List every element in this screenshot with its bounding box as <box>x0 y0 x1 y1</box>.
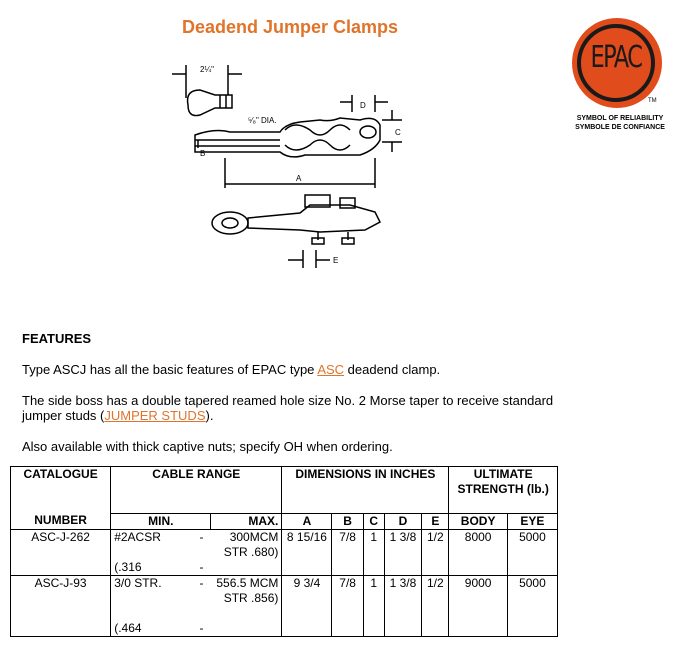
header-e: E <box>421 512 449 530</box>
header-min: MIN. <box>110 512 211 530</box>
dim-c-label: C <box>395 128 401 137</box>
cell-d: 1 3/8 <box>383 575 422 636</box>
header-cable-range: CABLE RANGE <box>110 466 282 513</box>
cell-min-diameter: (.316 <box>114 559 142 574</box>
dim-b-label: B <box>200 149 205 158</box>
feature-paragraph-1: Type ASCJ has all the basic features of … <box>22 362 562 377</box>
cell-number: ASC-J-262 <box>10 529 111 576</box>
cell-eye: 5000 <box>506 529 558 576</box>
cell-b: 7/8 <box>331 529 364 576</box>
dia-label: ⁵⁄₈" DIA. <box>248 116 277 125</box>
cell-dash: - - <box>192 575 211 636</box>
cell-e: 1/2 <box>421 575 449 636</box>
clamp-drawing: 2¼" ⁵⁄₈" DIA. A D C B E <box>172 65 402 268</box>
epac-logo: EPAC TM SYMBOL OF RELIABILITY SYMBOLE DE… <box>570 18 670 133</box>
cell-min-diameter: (.464 <box>114 620 142 635</box>
dim-a-label: A <box>296 174 302 183</box>
header-ultimate-strength: ULTIMATE STRENGTH (lb.) <box>448 466 558 513</box>
logo-tagline: SYMBOL OF RELIABILITY SYMBOLE DE CONFIAN… <box>570 114 670 132</box>
cell-number: ASC-J-93 <box>34 575 87 590</box>
header-body: BODY <box>448 512 508 530</box>
cell-dash-top: - <box>199 529 204 544</box>
cell-e: 1/2 <box>421 529 449 576</box>
page-title: Deadend Jumper Clamps <box>182 17 399 37</box>
jumper-studs-link[interactable]: JUMPER STUDS <box>104 408 206 423</box>
logo-circle <box>572 18 662 108</box>
cell-max: 556.5 MCM STR .856) <box>216 575 279 605</box>
cell-c: 1 <box>362 529 385 576</box>
cell-a: 9 3/4 <box>281 575 332 636</box>
feature-1-text-end: deadend clamp. <box>344 362 441 377</box>
feature-1-text: Type ASCJ has all the basic features of … <box>22 362 318 377</box>
header-c: C <box>362 512 385 530</box>
feature-paragraph-3: Also available with thick captive nuts; … <box>22 439 393 454</box>
logo-tm: TM <box>648 98 657 104</box>
cell-b: 7/8 <box>331 575 364 636</box>
header-number: NUMBER <box>10 513 111 530</box>
logo-ring <box>577 24 655 102</box>
feature-paragraph-2: The side boss has a double tapered reame… <box>22 393 562 423</box>
header-b: B <box>331 512 364 530</box>
dim-d-label: D <box>360 101 366 110</box>
header-dimensions: DIMENSIONS IN INCHES <box>281 466 449 513</box>
cell-dash-top: - <box>199 575 204 590</box>
header-max: MAX. <box>210 512 282 530</box>
cell-a: 8 15/16 <box>281 529 332 576</box>
header-catalogue: CATALOGUE <box>23 467 98 481</box>
dim-e-label: E <box>333 256 338 265</box>
cell-min-value: #2ACSR <box>114 529 161 544</box>
header-d: D <box>383 512 422 530</box>
cell-min-value: 3/0 STR. <box>114 575 162 590</box>
cell-max: 300MCM STR .680) <box>210 529 282 576</box>
feature-2-text: The side boss has a double tapered reame… <box>22 393 554 423</box>
cell-eye: 5000 <box>506 575 558 636</box>
header-a: A <box>281 512 332 530</box>
cell-min: #2ACSR (.316 <box>110 529 193 576</box>
cell-body: 9000 <box>448 575 508 636</box>
cell-min: 3/0 STR. (.464 <box>110 575 193 636</box>
cell-c: 1 <box>362 575 385 636</box>
logo-tagline-fr: SYMBOLE DE CONFIANCE <box>575 124 665 131</box>
cell-body: 8000 <box>448 529 508 576</box>
asc-link[interactable]: ASC <box>317 362 345 377</box>
spec-table: CATALOGUE CABLE RANGE DIMENSIONS IN INCH… <box>10 466 558 637</box>
features-heading: FEATURES <box>22 331 92 346</box>
cell-dash-bottom: - <box>199 620 204 635</box>
cell-dash: - - <box>192 529 211 576</box>
table-row: ASC-J-262 #2ACSR (.316 - - 300MCM STR .6… <box>10 529 558 576</box>
cell-dash-bottom: - <box>199 559 204 574</box>
logo-text: EPAC <box>590 40 643 75</box>
feature-2-text-end: ). <box>205 408 214 423</box>
cell-d: 1 3/8 <box>383 529 422 576</box>
header-eye: EYE <box>506 512 558 530</box>
logo-tagline-en: SYMBOL OF RELIABILITY <box>576 115 664 122</box>
dim-top-label: 2¼" <box>200 65 214 74</box>
table-row: ASC-J-93 3/0 STR. (.464 - - 556.5 MCM ST… <box>11 575 558 636</box>
